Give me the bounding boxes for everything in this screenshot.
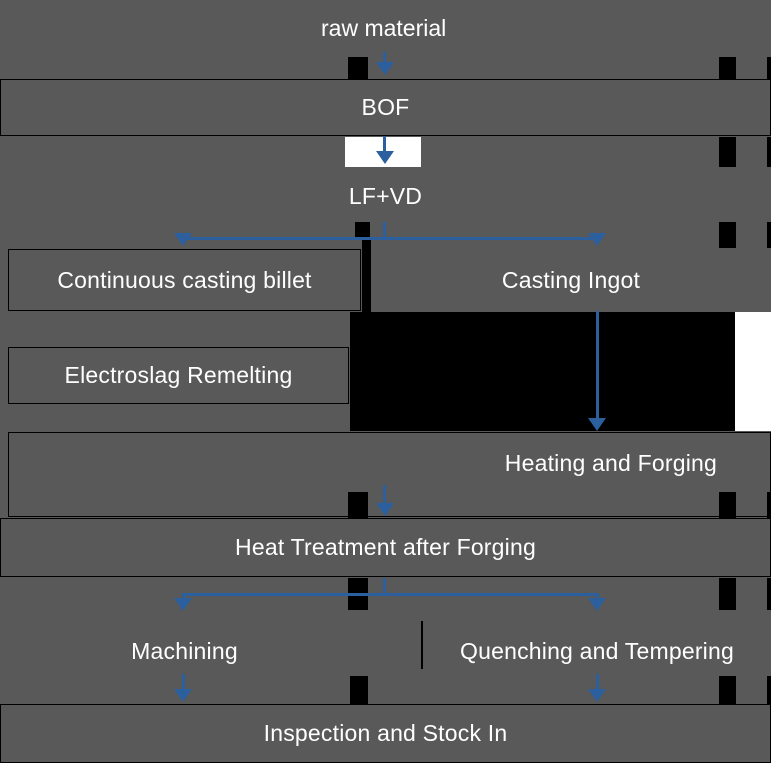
artifact-black-region: [350, 312, 735, 431]
edge-heat-treatment-to-machining-arrowhead: [174, 598, 192, 611]
artifact-black-block: [767, 137, 771, 167]
node-electroslag-remelting: Electroslag Remelting: [8, 347, 349, 404]
artifact-black-block: [350, 676, 368, 705]
artifact-black-block: [355, 222, 370, 240]
edge-bof-to-lfvd-line: [383, 136, 386, 156]
edge-forging-to-heat-treatment-line: [383, 485, 386, 509]
edge-raw-material-to-bof-line: [383, 52, 386, 66]
edge-forging-to-heat-treatment-arrowhead: [376, 503, 394, 516]
edge-lfvd-to-ingot-arrowhead: [588, 233, 606, 246]
edge-heat-treatment-to-machining-line: [182, 593, 185, 601]
node-raw-material: raw material: [321, 15, 447, 41]
edge-lfvd-to-billet-arrowhead: [174, 233, 192, 246]
node-casting-ingot-label: Casting Ingot: [501, 266, 641, 293]
edge-heat-treatment-to-quenching-arrowhead: [588, 598, 606, 611]
edge-machining-to-inspection-line: [182, 674, 185, 694]
artifact-black-block: [719, 676, 736, 705]
node-machining: Machining: [8, 622, 421, 680]
artifact-black-block: [719, 492, 736, 519]
edge-bof-to-lfvd-arrowhead: [376, 151, 394, 164]
artifact-black-block: [719, 578, 736, 610]
edge-quenching-to-inspection-arrowhead: [588, 689, 606, 702]
artifact-black-block: [767, 222, 771, 248]
node-quenching-and-tempering-label: Quenching and Tempering: [460, 637, 734, 664]
node-casting-ingot: Casting Ingot: [371, 249, 771, 311]
node-continuous-casting-billet-label: Continuous casting billet: [57, 266, 312, 293]
artifact-black-block: [719, 222, 736, 248]
artifact-black-block: [767, 676, 771, 705]
node-bof: BOF: [0, 79, 771, 136]
edge-raw-material-to-bof-arrowhead: [376, 62, 394, 75]
edge-machining-to-inspection-arrowhead: [174, 689, 192, 702]
node-heat-treatment-after-forging: Heat Treatment after Forging: [0, 518, 771, 577]
edge-heat-treatment-to-quenching-line: [596, 593, 599, 601]
node-inspection-and-stock-in-label: Inspection and Stock In: [263, 720, 508, 746]
artifact-black-block: [767, 578, 771, 610]
edge-lfvd-split-bar: [182, 237, 599, 240]
edge-ingot-to-forging-line: [596, 311, 599, 424]
node-inspection-and-stock-in: Inspection and Stock In: [0, 704, 771, 763]
node-electroslag-remelting-label: Electroslag Remelting: [64, 362, 293, 388]
node-continuous-casting-billet: Continuous casting billet: [8, 249, 361, 311]
node-heating-and-forging-label: Heating and Forging: [504, 450, 717, 476]
artifact-black-block: [767, 492, 771, 519]
artifact-black-block: [719, 137, 736, 167]
node-quenching-and-tempering: Quenching and Tempering: [423, 622, 771, 680]
node-bof-label: BOF: [361, 94, 410, 120]
node-lf-vd-label: LF+VD: [348, 182, 423, 209]
edge-ingot-to-forging-arrowhead: [588, 418, 606, 431]
artifact-black-block: [719, 57, 736, 79]
node-lf-vd: LF+VD: [0, 170, 771, 222]
node-column-divider: [421, 621, 423, 669]
artifact-white-region: [735, 312, 771, 431]
artifact-black-block: [767, 57, 771, 79]
artifact-black-block: [362, 240, 371, 315]
edge-lfvd-split-stem: [383, 222, 386, 240]
node-machining-label: Machining: [131, 637, 238, 664]
node-heat-treatment-after-forging-label: Heat Treatment after Forging: [235, 534, 536, 560]
artifact-black-block: [348, 57, 368, 79]
edge-heat-treatment-split-bar: [182, 593, 599, 596]
edge-heat-treatment-split-stem: [383, 578, 386, 596]
edge-quenching-to-inspection-line: [596, 674, 599, 694]
artifact-black-block: [348, 492, 368, 519]
